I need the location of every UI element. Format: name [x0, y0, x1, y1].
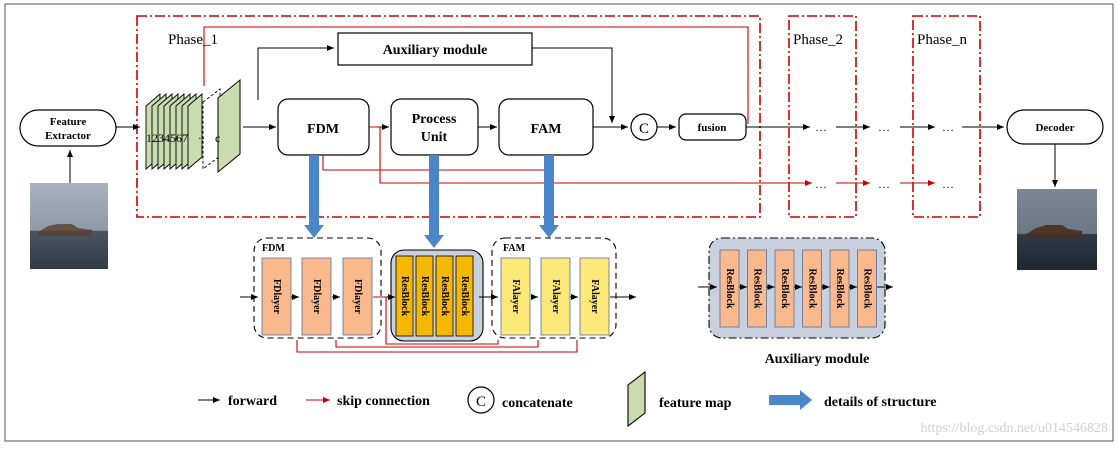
feature-extractor-block	[19, 109, 117, 147]
feature-stack-dots: ··	[198, 133, 205, 145]
falayer-block	[579, 257, 610, 336]
detail-arrow-fdm	[304, 155, 324, 238]
fdlayer-block	[301, 257, 332, 336]
feature-map-slice	[187, 93, 203, 170]
fusion-label: fusion	[698, 122, 727, 134]
legend-concatenate-label: concatenate	[502, 396, 573, 411]
aux-resblock-label: ResBlock	[752, 269, 763, 309]
feature-map-slice-last	[217, 78, 241, 174]
resblock-label: ResBlock	[459, 276, 470, 316]
feature-stack-last-label: c	[215, 131, 220, 145]
aux-resblock-label: ResBlock	[834, 269, 845, 309]
feature-extractor-label-2: Extractor	[45, 130, 91, 142]
falayer-block	[540, 257, 571, 336]
resblock-block	[415, 255, 434, 337]
aux-resblock-block	[829, 249, 850, 328]
resblock-label: ResBlock	[419, 276, 430, 316]
aux-resblock-block	[802, 249, 822, 328]
auxiliary-module-block	[337, 32, 533, 66]
fdlayer-label: FDlayer	[352, 279, 363, 315]
aux-resblock-block	[719, 249, 740, 328]
resblock-block	[435, 255, 454, 337]
aux-resblock-label: ResBlock	[779, 269, 790, 309]
ellipsis-2: …	[878, 120, 890, 134]
process-unit-block	[390, 98, 479, 156]
ellipsis-3: …	[942, 120, 954, 134]
fdlayer-label: FDlayer	[311, 279, 322, 315]
aux-resblock-label: ResBlock	[862, 269, 873, 309]
fdm-detail-container	[253, 237, 382, 339]
fdm-label: FDM	[307, 122, 339, 137]
aux-resblock-block	[774, 249, 795, 328]
feature-extractor-label-1: Feature	[50, 116, 87, 128]
falayer-label: FAlayer	[550, 279, 561, 314]
falayer-block	[500, 257, 531, 336]
fdm-detail-title: FDM	[262, 243, 285, 254]
legend-concat-symbol: C	[476, 394, 486, 410]
feature-map-gap	[202, 88, 221, 170]
feature-stack-index-labels: 1234567	[146, 131, 188, 145]
outer-frame	[4, 3, 1114, 442]
ellipsis-1: …	[815, 120, 827, 134]
output-dehazed-image	[1017, 189, 1097, 270]
process-unit-label-1: Process	[412, 112, 457, 127]
legend-details-label: details of structure	[824, 395, 937, 410]
concat-symbol: C	[639, 121, 649, 137]
aux-detail-title: Auxiliary module	[765, 352, 870, 367]
ellipsis-4: …	[815, 177, 827, 191]
phase1-label: Phase_1	[168, 32, 218, 48]
aux-resblock-label: ResBlock	[807, 269, 818, 309]
phase2-box	[788, 15, 857, 218]
legend-details-arrow	[769, 390, 812, 410]
falayer-label: FAlayer	[510, 279, 521, 314]
phasen-label: Phase_n	[917, 32, 967, 48]
auxiliary-module-label: Auxiliary module	[383, 43, 488, 58]
fam-detail-title: FAM	[503, 243, 526, 254]
resblock-label: ResBlock	[439, 276, 450, 316]
phasen-box	[912, 15, 981, 218]
legend-feature-map-icon	[627, 370, 646, 428]
legend-skip-label: skip connection	[337, 394, 430, 409]
process-unit-label-2: Unit	[421, 130, 448, 145]
legend-concat-circle	[467, 386, 495, 414]
resblock-block	[455, 255, 474, 337]
fam-detail-container	[491, 237, 617, 339]
input-hazy-image	[30, 183, 108, 269]
falayer-label: FAlayer	[589, 279, 600, 314]
aux-resblock-block	[747, 249, 767, 328]
ellipsis-5: …	[878, 177, 890, 191]
detail-arrow-process	[424, 155, 444, 248]
aux-resblock-label: ResBlock	[724, 269, 735, 309]
aux-resblock-block	[857, 249, 877, 328]
decoder-label: Decoder	[1035, 122, 1074, 134]
ellipsis-6: …	[942, 177, 954, 191]
phase1-box	[136, 15, 761, 218]
watermark: https://blog.csdn.net/u014546828	[921, 421, 1108, 436]
fdlayer-block	[342, 257, 373, 336]
fdlayer-block	[261, 257, 292, 336]
detail-arrow-fam	[539, 155, 559, 238]
feature-map-stack	[145, 78, 241, 174]
phase2-label: Phase_2	[793, 32, 843, 48]
resblock-block	[395, 255, 414, 337]
fam-label: FAM	[531, 122, 562, 137]
fdlayer-label: FDlayer	[271, 279, 282, 315]
legend-feature-map-label: feature map	[659, 396, 732, 411]
resblock-label: ResBlock	[399, 276, 410, 316]
legend-forward-label: forward	[228, 394, 277, 409]
